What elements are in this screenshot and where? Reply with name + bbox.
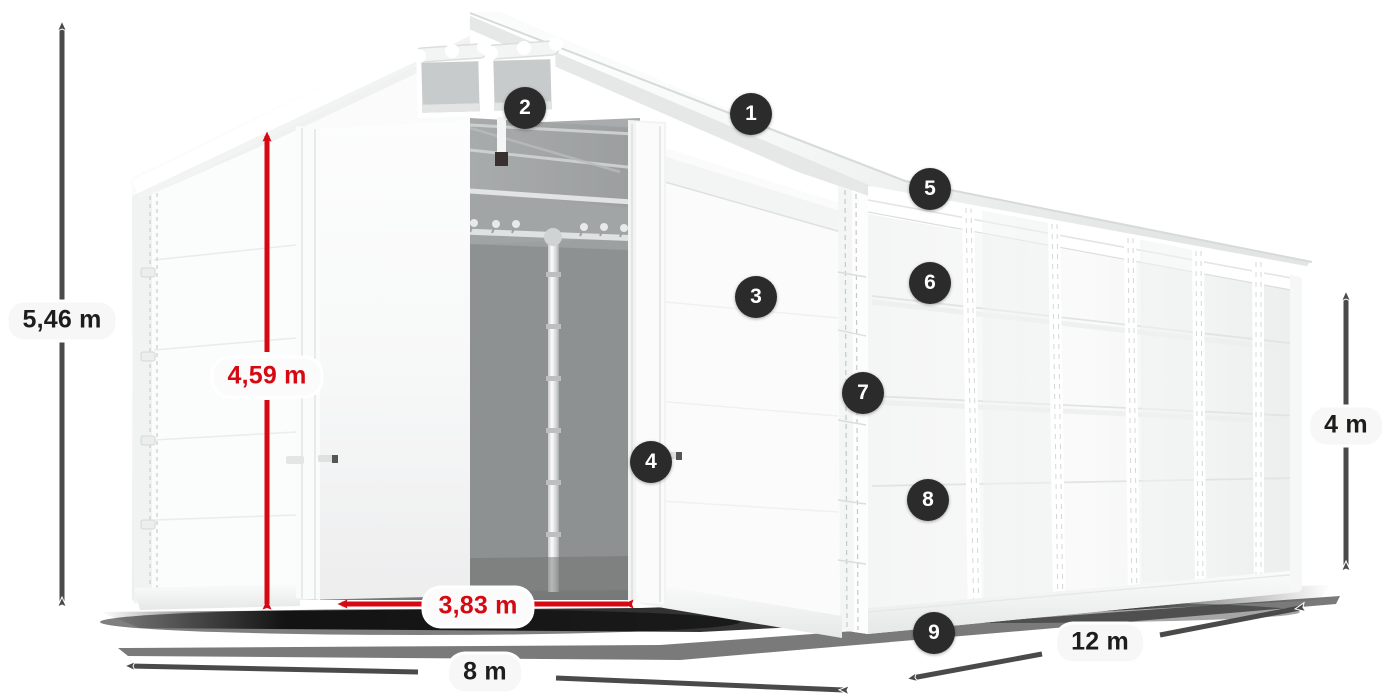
callout-badge-7[interactable]: 7 [842, 372, 884, 414]
dimension-label-eave-height: 4 m [1310, 407, 1382, 445]
arrow-tent-length [912, 608, 1300, 678]
wall-seams [962, 206, 1264, 622]
door-panel [628, 120, 682, 604]
callout-badge-2[interactable]: 2 [504, 87, 546, 129]
dimension-label-ridge-height: 5,46 m [8, 302, 116, 340]
dimension-label-side-height: 4,59 m [213, 358, 321, 396]
callout-badge-8[interactable]: 8 [907, 479, 949, 521]
callout-badge-5[interactable]: 5 [909, 168, 951, 210]
dimension-label-door-width: 3,83 m [424, 588, 532, 626]
callout-badge-6[interactable]: 6 [909, 262, 951, 304]
side-wall [867, 186, 1304, 634]
front-right-gable [640, 118, 868, 638]
callout-badge-1[interactable]: 1 [730, 93, 772, 135]
callout-badge-3[interactable]: 3 [735, 276, 777, 318]
arrow-tent-width [130, 666, 844, 690]
callout-badge-9[interactable]: 9 [913, 612, 955, 654]
callout-badge-4[interactable]: 4 [630, 441, 672, 483]
dimension-label-tent-width: 8 m [449, 654, 521, 692]
dimension-label-tent-length: 12 m [1057, 624, 1143, 662]
